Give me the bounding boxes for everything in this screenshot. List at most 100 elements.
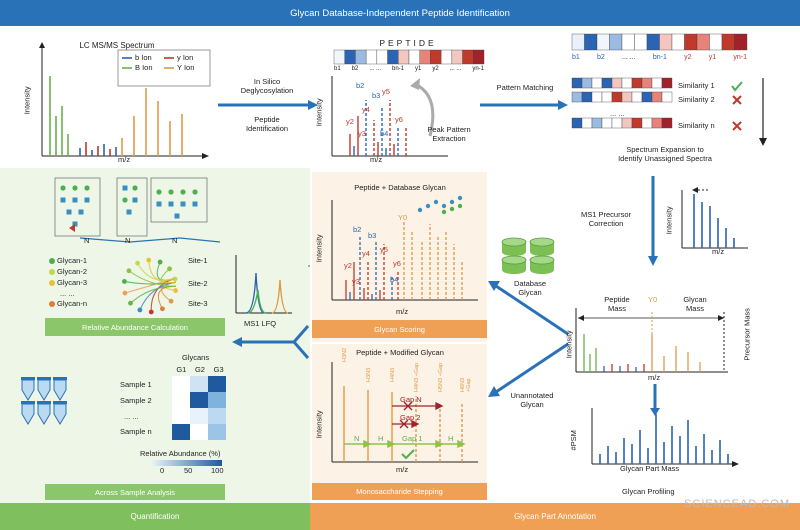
similarity-cell [621, 91, 633, 103]
tube-icon [37, 379, 51, 401]
similarity-cell [651, 91, 663, 103]
similarity-rows [571, 77, 673, 129]
glycan-mass-line1: Glycan [683, 295, 707, 304]
glcnac-square [72, 197, 78, 203]
ion-cell [344, 49, 356, 65]
similarity-cell [581, 77, 593, 89]
hexose-circle [192, 189, 198, 195]
insilico-line1: In Silico [253, 77, 281, 86]
ion-cell [473, 49, 485, 65]
stepping-title: Peptide + Modified Glycan [356, 348, 444, 357]
chord-node [157, 259, 163, 265]
ms1-plot [681, 187, 748, 249]
tube-icon [21, 403, 35, 425]
tube-cap [53, 377, 67, 380]
tubes-icon [21, 377, 67, 425]
chord-link [128, 270, 177, 287]
gp-xlabel: m/z [648, 373, 661, 382]
abundance-legend-title: Relative Abundance (%) [140, 449, 221, 458]
ion-label: ... ... [449, 66, 462, 72]
peptide-id-line1: Peptide [254, 115, 280, 124]
ion-cell [398, 49, 410, 65]
peptide-mass-line2: Mass [608, 303, 626, 313]
site-1: Site-1 [188, 256, 208, 265]
similarity-cell [661, 117, 673, 129]
peak-y2: y2 [346, 117, 354, 126]
ion-cell [419, 49, 431, 65]
similarity-cell [661, 91, 673, 103]
ion-label: bn-1 [392, 66, 405, 72]
ion-cell [671, 33, 685, 51]
ion-cell [621, 33, 635, 51]
glycan-scoring-bar: Glycan Scoring [312, 320, 487, 338]
similarity-cell [591, 117, 603, 129]
hexose-circle [60, 185, 66, 191]
ion-cell [333, 49, 345, 65]
peak-b4: b4 [380, 129, 389, 138]
peptide-plot [331, 76, 448, 157]
cross-icon [732, 121, 742, 131]
unannotated-line2: Glycan [520, 399, 544, 409]
ion-cell [734, 33, 748, 51]
extraction-line1: Peak Pattern [427, 125, 471, 134]
legend-y-ion: y Ion [177, 53, 194, 62]
chord-node [168, 298, 174, 304]
glycan-node-3: N [172, 236, 178, 245]
glycan-structures [54, 177, 221, 243]
expansion-label: Spectrum Expansion to Identify Unassigne… [590, 145, 740, 163]
tube-icon [37, 403, 51, 425]
glycan-mass-line2: Mass [686, 303, 704, 313]
ms1-lfq-label: MS1 LFQ [244, 319, 277, 328]
ion-cell [430, 49, 442, 65]
insilico-arrow [218, 100, 318, 110]
peak-y6: y6 [395, 115, 403, 124]
glycan-2: Glycan-2 [57, 267, 88, 276]
expansion-line1: Spectrum Expansion to [626, 145, 704, 154]
peptide-sequence: PEPTIDE [379, 38, 437, 48]
database-top [501, 237, 527, 247]
relative-abundance-bar: Relative Abundance Calculation [45, 318, 225, 336]
spectrum-title: LC MS/MS Spectrum [79, 41, 155, 50]
peak-b3: b3 [372, 91, 381, 100]
glycan-part-plot [575, 308, 728, 373]
ms1-lfq-plot [235, 255, 292, 314]
peak-y3: y3 [358, 129, 366, 138]
database-icon [501, 237, 555, 274]
profiling-xlabel: Glycan Part Mass [620, 464, 680, 473]
glcnac-square [132, 197, 138, 203]
ion-label: b2 [597, 54, 605, 61]
heatmap-cell [190, 424, 208, 440]
glycan-box [54, 177, 101, 237]
hexose-circle [132, 185, 138, 191]
peak-y5: y5 [382, 87, 390, 96]
expansion-line2: Identify Unassigned Spectra [618, 153, 712, 163]
chord-node [146, 257, 152, 263]
ion-label: y2 [684, 54, 692, 61]
peptide-ylabel: Intensity [314, 98, 324, 127]
scoring-plot [331, 195, 478, 301]
ion-label: y2 [432, 66, 439, 72]
ion-cell [462, 49, 474, 65]
scoring-b4: b4 [390, 275, 399, 284]
gp-ylabel: Intensity [564, 330, 574, 359]
glycan-profiling-caption: Glycan Profiling [622, 487, 675, 496]
ms1-correction-line1: MS1 Precursor [580, 210, 631, 219]
step-n: N [354, 434, 360, 443]
similarity-cell [591, 91, 603, 103]
glycan-node-1: N [84, 236, 90, 245]
stepping-panel-bg [312, 344, 487, 500]
scoring-y5: y5 [380, 245, 388, 254]
heatmap-cell [208, 424, 226, 440]
heatmap-cell [172, 408, 190, 424]
similarity-dots: ... ... [610, 109, 625, 118]
stepping-plot [331, 362, 478, 463]
glycans-header: Glycans [182, 353, 210, 362]
similarity-cell [631, 91, 643, 103]
glcnac-square [192, 201, 198, 207]
glcnac-square [174, 213, 180, 219]
ion-cell [355, 49, 367, 65]
glcnac-square [84, 197, 90, 203]
similarity-cell [621, 77, 633, 89]
tube-icon [21, 379, 35, 401]
sample-1: Sample 1 [120, 380, 152, 389]
